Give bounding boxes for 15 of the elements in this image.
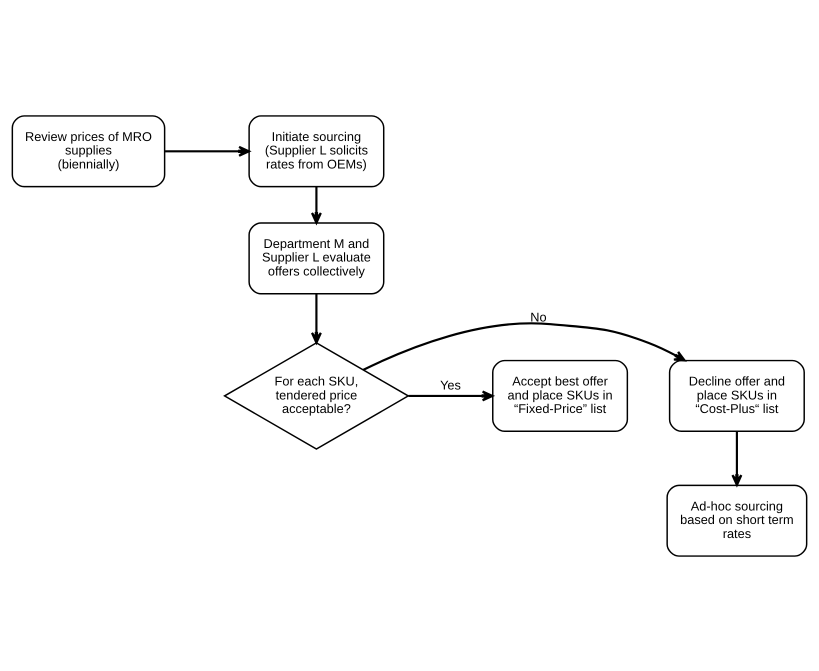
- node-diamond: For each SKU, tendered price acceptable?: [223, 342, 410, 450]
- arrow: [310, 186, 322, 224]
- arrow: [165, 145, 250, 156]
- node-box: Ad-hoc sourcing based on short term rates: [666, 484, 808, 556]
- arrow: [731, 430, 742, 486]
- edge-label: Yes: [440, 376, 461, 392]
- node-box: Accept best offer and place SKUs in “Fixed-Price” list: [492, 359, 628, 432]
- arrow: [310, 293, 322, 344]
- arrow: [408, 390, 494, 401]
- node-box: Department M and Supplier L evaluate offers collectively: [248, 222, 384, 294]
- node-box: Decline offer and place SKUs in “Cost-Plus“ list: [668, 359, 805, 432]
- edge-label: No: [530, 309, 547, 324]
- node-box: Initiate sourcing (Supplier L solicits rates from OEMs): [248, 114, 384, 187]
- arrow: [362, 322, 686, 370]
- node-box: Review prices of MRO supplies (biennially): [12, 114, 166, 187]
